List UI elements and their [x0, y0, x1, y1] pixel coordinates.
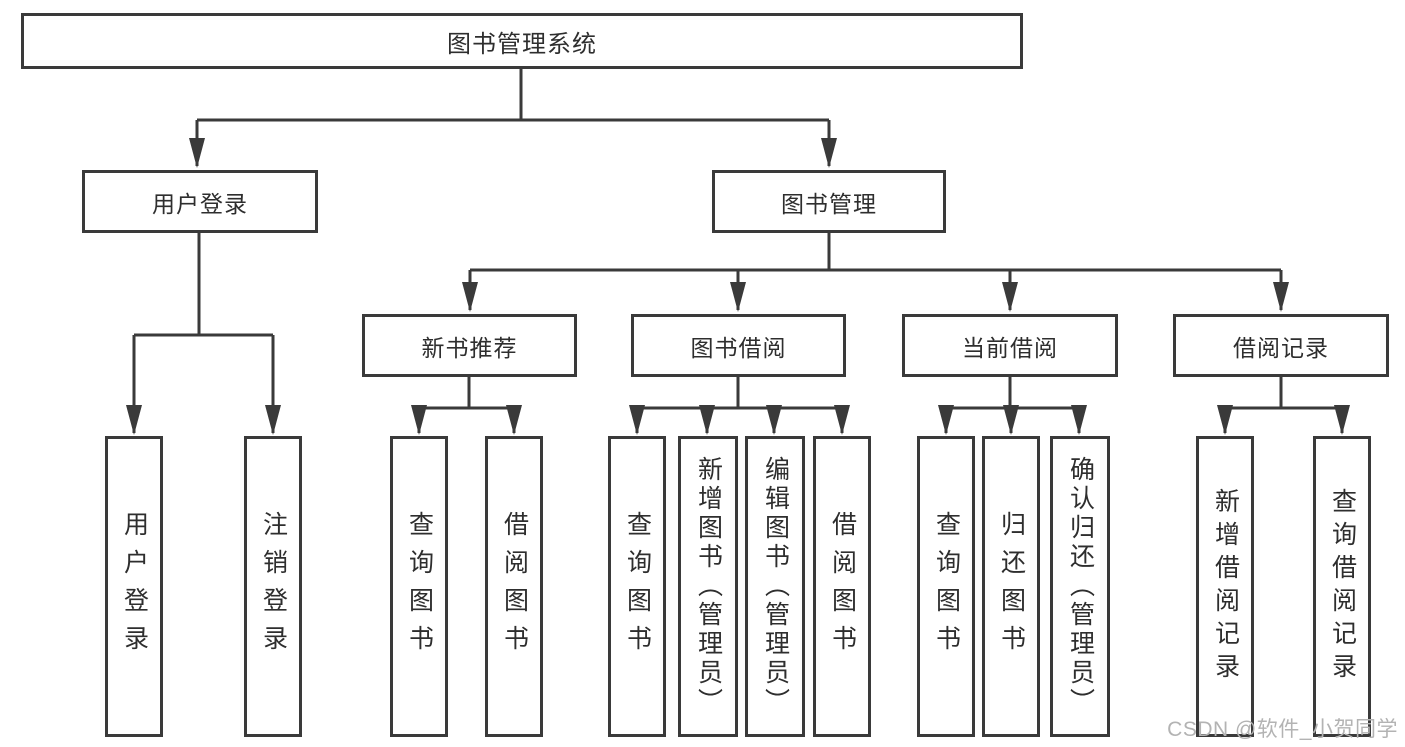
- leaf-label: 查询图书: [932, 510, 961, 663]
- leaf-borrow-books-borrowing: 借阅图书: [813, 436, 871, 737]
- leaf-query-books-recommend: 查询图书: [390, 436, 448, 737]
- leaf-label: 确认归还（管理员）: [1066, 456, 1095, 717]
- leaf-add-book-admin: 新增图书（管理员）: [678, 436, 738, 737]
- leaf-logout: 注销登录: [244, 436, 302, 737]
- leaf-label: 查询图书: [623, 510, 652, 663]
- node-new-book-recommendation: 新书推荐: [362, 314, 577, 377]
- leaf-label: 用户登录: [120, 510, 149, 663]
- node-label: 图书管理系统: [447, 30, 597, 58]
- node-label: 用户登录: [152, 190, 248, 217]
- node-label: 图书管理: [781, 190, 877, 217]
- leaf-label: 查询借阅记录: [1328, 487, 1357, 686]
- csdn-watermark: CSDN @软件_小贺同学: [1167, 718, 1398, 741]
- node-user-login: 用户登录: [82, 170, 318, 233]
- leaf-label: 新增图书（管理员）: [694, 456, 723, 717]
- node-library-management-system: 图书管理系统: [21, 13, 1023, 69]
- leaf-label: 新增借阅记录: [1211, 487, 1240, 686]
- leaf-borrow-books-recommend: 借阅图书: [485, 436, 543, 737]
- leaf-label: 编辑图书（管理员）: [761, 456, 790, 717]
- leaf-add-borrow-record: 新增借阅记录: [1196, 436, 1254, 737]
- leaf-label: 查询图书: [405, 510, 434, 663]
- leaf-edit-book-admin: 编辑图书（管理员）: [745, 436, 805, 737]
- node-book-borrowing: 图书借阅: [631, 314, 846, 377]
- node-label: 新书推荐: [421, 334, 518, 361]
- leaf-confirm-return-admin: 确认归还（管理员）: [1050, 436, 1110, 737]
- node-book-management: 图书管理: [712, 170, 946, 233]
- node-borrowing-records: 借阅记录: [1173, 314, 1389, 377]
- leaf-user-login: 用户登录: [105, 436, 163, 737]
- leaf-query-books-borrowing: 查询图书: [608, 436, 666, 737]
- leaf-return-books: 归还图书: [982, 436, 1040, 737]
- node-current-borrowing: 当前借阅: [902, 314, 1118, 377]
- leaf-label: 归还图书: [997, 510, 1026, 663]
- node-label: 当前借阅: [962, 334, 1058, 361]
- leaf-label: 注销登录: [259, 510, 288, 663]
- leaf-label: 借阅图书: [500, 510, 529, 663]
- node-label: 图书借阅: [690, 334, 787, 361]
- leaf-query-borrow-record: 查询借阅记录: [1313, 436, 1371, 737]
- node-label: 借阅记录: [1233, 334, 1329, 361]
- leaf-label: 借阅图书: [828, 510, 857, 663]
- leaf-query-books-current: 查询图书: [917, 436, 975, 737]
